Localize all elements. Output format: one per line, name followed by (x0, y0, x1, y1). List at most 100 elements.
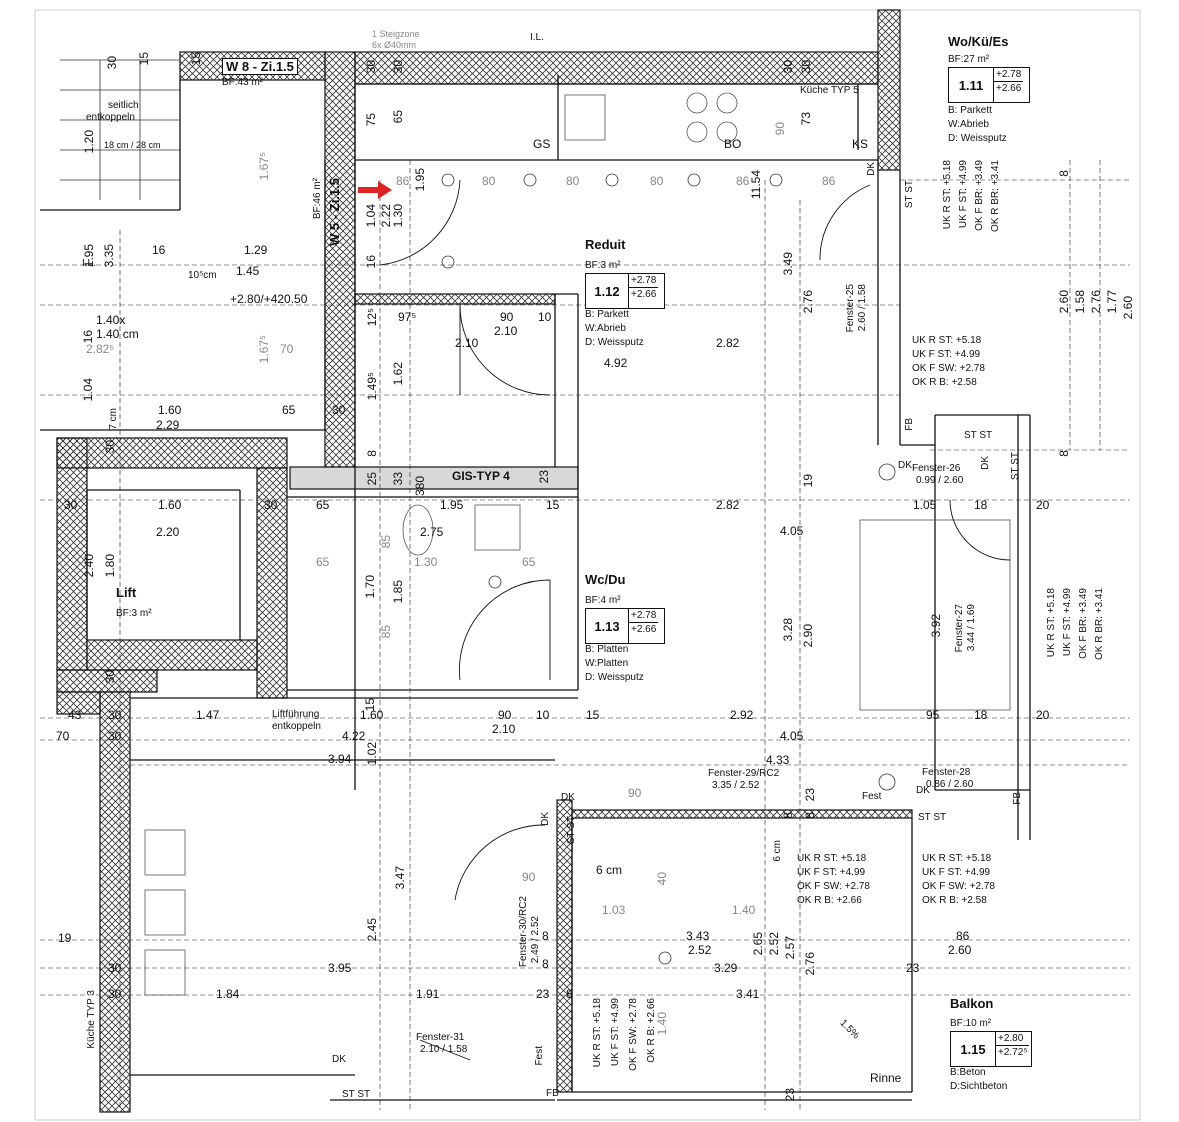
dim: 1.95 (82, 244, 96, 268)
room-finish-wohn: B: Parkett W:Abrieb D: Weissputz (948, 104, 1007, 146)
window-f30: Fenster-30/RC2 (518, 896, 529, 968)
label-stairs: 18 cm / 28 cm (104, 140, 161, 150)
door-arcs (379, 179, 1011, 1061)
dim: 4.92 (604, 356, 628, 370)
dim: 95 (926, 708, 940, 722)
dim: 1.80 (103, 554, 117, 578)
label-fest: Fest (862, 791, 882, 802)
dim: 3.43 (686, 929, 710, 943)
dim: 30 (103, 670, 117, 684)
dim: 2.52 (688, 943, 712, 957)
dim: 2.57 (783, 936, 797, 960)
room-height-bottom: +2.66 (631, 624, 657, 635)
dim: 3.29 (714, 961, 738, 975)
label-ks: KS (852, 137, 869, 151)
dim: 1.95 (413, 168, 427, 192)
window-f30-size: 2.49 / 2.52 (530, 916, 541, 964)
window-f29-size: 3.35 / 2.52 (712, 780, 760, 791)
dim: 8 (365, 450, 379, 457)
room-tag-wohn: 1.11 +2.78+2.66 (948, 67, 1030, 103)
dim: 2.82 (716, 336, 740, 350)
ceiling-finish: D: Weissputz (585, 337, 644, 348)
dim: 10 (536, 708, 550, 722)
window-f25: Fenster-25 (845, 284, 856, 333)
mark-fb-3: FB (546, 1088, 559, 1099)
dim: 1.85 (391, 580, 405, 604)
dim: 8 (803, 812, 817, 819)
dim: 1.47 (196, 708, 220, 722)
room-name-w5: W 5 - Zi.1.5 (327, 178, 342, 246)
dim: 2.10 (494, 324, 518, 338)
window-f26: Fenster-26 (912, 463, 961, 474)
room-area-wcdu: BF:4 m² (585, 595, 621, 606)
dim: 1.70 (363, 575, 377, 599)
dim: 97⁵ (398, 310, 417, 324)
dim: 65 (316, 498, 330, 512)
dim: 2.10 (455, 336, 479, 350)
dim: 1.60 (158, 403, 182, 417)
floor-finish: B:Beton (950, 1067, 986, 1078)
dim: 2.90 (801, 624, 815, 648)
dim: 8 (1057, 170, 1071, 177)
room-tag-reduit: 1.12 +2.78+2.66 (585, 273, 665, 309)
height-a1: UK R ST: +5.18 (942, 160, 953, 230)
label-entkoppeln: entkoppeln (86, 112, 135, 123)
dim: 4.33 (766, 753, 790, 767)
entrance-arrow (358, 181, 392, 199)
dim: 1.67⁵ (257, 152, 271, 181)
dim: 1.62 (391, 362, 405, 386)
dim: 2.29 (156, 418, 180, 432)
label-6cm: 6 cm (596, 863, 623, 877)
dim: 4.22 (342, 729, 366, 743)
window-f27: Fenster-27 (954, 604, 965, 653)
label-il-2: I.L. (82, 258, 96, 269)
dim: 1.20 (82, 130, 96, 154)
room-name-balkon: Balkon (950, 996, 994, 1011)
dim: 2.60 (1057, 290, 1071, 314)
height-f2: UK F ST: +4.99 (610, 998, 621, 1067)
floor-finish: B: Parkett (948, 105, 992, 116)
window-f28: Fenster-28 (922, 767, 971, 778)
mark-stst-3: ST ST (342, 1089, 371, 1100)
dim: 8 (566, 987, 573, 1001)
kitchen-fixtures (144, 92, 1011, 996)
stair (60, 59, 180, 200)
room-area-w8: BF:43 m² (222, 77, 264, 88)
label-gis-typ4: GIS-TYP 4 (452, 469, 510, 483)
ceiling-finish: D: Weissputz (585, 672, 644, 683)
room-finish-reduit: B: Parkett W:Abrieb D: Weissputz (585, 308, 644, 350)
room-height-bottom: +2.66 (996, 83, 1022, 94)
ceiling-finish: D: Weissputz (948, 133, 1007, 144)
dim: 86 (736, 174, 750, 188)
dim: 2.60 (1121, 296, 1135, 320)
mark-fb-2: FB (1012, 792, 1023, 805)
dim: 1.60 (360, 708, 384, 722)
dim: 1.03 (602, 903, 626, 917)
label-140cm: 1.40 cm (96, 327, 139, 341)
mark-stst: ST ST (964, 430, 993, 441)
label-steigzone-2: 6x Ø40mm (372, 40, 417, 50)
dim: 380 (413, 476, 427, 497)
dim: 90 (498, 708, 512, 722)
label-elevation: +2.80/+420.50 (230, 292, 308, 306)
mark-dk-5: DK (980, 456, 991, 470)
dim: 30 (264, 498, 278, 512)
dim: 10 (538, 310, 552, 324)
height-a3: OK F BR: +3.49 (974, 160, 985, 231)
dim: 30 (64, 498, 78, 512)
height-c2: UK F ST: +4.99 (1062, 588, 1073, 657)
room-height-top: +2.78 (994, 69, 1024, 82)
dim: 1.02 (365, 742, 379, 766)
dim: 30 (332, 403, 346, 417)
room-number: 1.11 (949, 68, 994, 102)
dim: 90 (773, 122, 787, 136)
dim: 2.76 (801, 290, 815, 314)
label-il: I.L. (530, 32, 544, 43)
dim: 43 (68, 708, 82, 722)
dim: 18 (974, 498, 988, 512)
window-f31: Fenster-31 (416, 1032, 465, 1043)
label-7cm: 7 cm (108, 408, 119, 430)
label-bo: BO (724, 137, 742, 151)
